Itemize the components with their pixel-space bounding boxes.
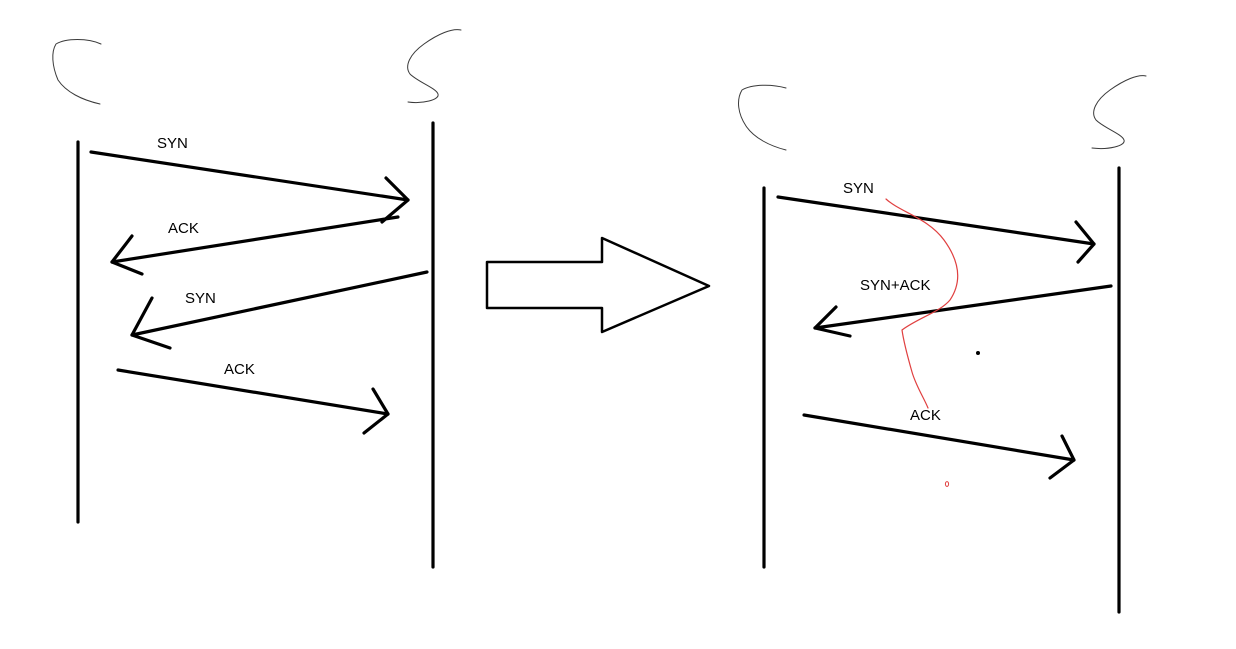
left-client-c-mark: [52, 39, 102, 105]
stray-dot: [976, 351, 980, 355]
right-msg-label: SYN: [843, 180, 874, 197]
right-msg-synack-arrow: [813, 284, 1113, 338]
right-client-c-mark: [738, 84, 787, 151]
left-msg-syn-arrow: [89, 150, 410, 224]
red-annotation-stroke: [885, 198, 959, 409]
left-msg-syn-arrow: [130, 270, 429, 350]
left-msg-label: ACK: [224, 361, 255, 378]
right-server-s-mark: [1091, 75, 1147, 149]
left-msg-ack-arrow: [116, 368, 390, 435]
right-msg-ack-arrow: [802, 413, 1076, 480]
right-msg-label: SYN+ACK: [860, 277, 930, 294]
right-msg-syn-arrow: [776, 195, 1096, 264]
right-msg-label: ACK: [910, 407, 941, 424]
left-msg-ack-arrow: [110, 215, 400, 276]
left-server-s-mark: [407, 29, 462, 103]
right-diagram: SYN SYN+ACK ACK: [738, 75, 1147, 614]
red-annotation-dot: [944, 481, 950, 487]
left-diagram: SYN ACK SYN ACK: [52, 29, 462, 569]
right-arrow-icon: [485, 236, 711, 334]
left-msg-label: SYN: [185, 290, 216, 307]
left-msg-label: ACK: [168, 220, 199, 237]
left-msg-label: SYN: [157, 135, 188, 152]
